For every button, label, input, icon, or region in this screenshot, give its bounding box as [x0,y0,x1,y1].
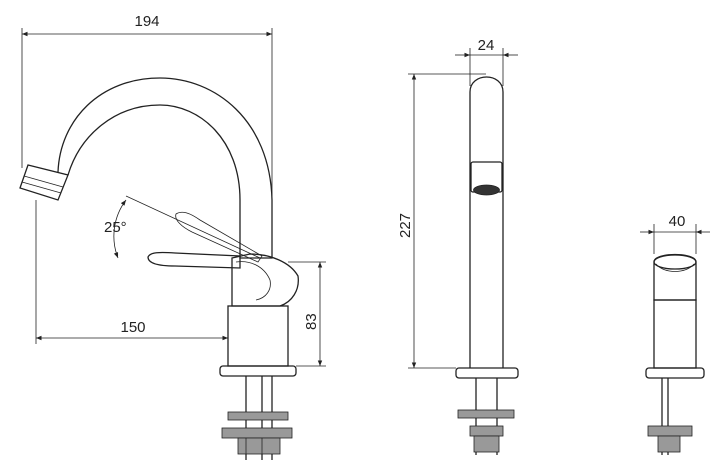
aerator [19,164,69,201]
lever-closed [147,251,241,269]
angle-arc [113,199,127,259]
mounting-nut [221,427,293,439]
dimension-label-227: 227 [397,213,414,238]
angle-label: 25° [104,219,127,236]
dimension-label-194: 194 [134,13,159,30]
dimension-label-40: 40 [669,213,686,230]
dimension-label-150: 150 [120,319,145,336]
side-view: 194 150 25° 83 [19,13,326,460]
spout-outline [57,77,273,259]
lever-raised [175,211,263,263]
spout-front [469,76,504,368]
handle-joint [231,253,299,307]
end-view: 40 [640,213,710,455]
front-view: 24 227 [397,37,519,455]
dimension-label-83: 83 [303,313,320,330]
lever-cap [653,253,697,301]
base-flange [219,365,297,377]
base-front [455,367,519,379]
dimension-label-24: 24 [478,37,495,54]
body-end [653,299,697,369]
mounting-plate [227,411,289,421]
base-end [645,367,705,379]
faucet-body [227,305,289,367]
